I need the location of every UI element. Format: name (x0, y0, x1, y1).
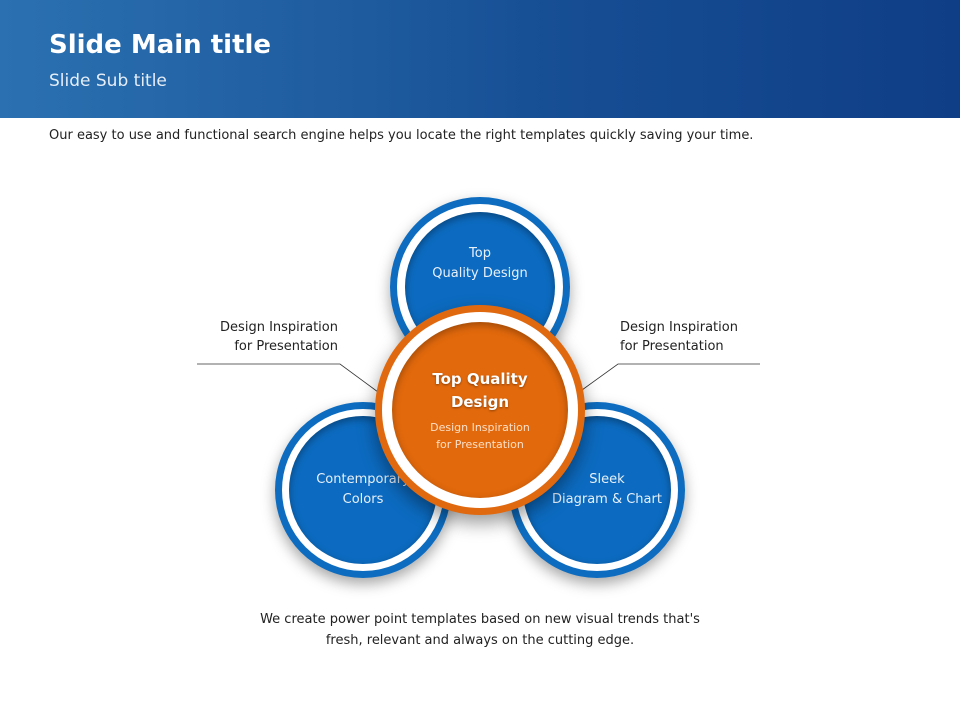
circle-left-line1: Contemporary (316, 472, 410, 487)
circle-top-line1: Top (469, 246, 491, 261)
circle-right-line1: Sleek (589, 472, 625, 487)
callout-left-line2: for Presentation (234, 339, 338, 354)
circle-right-line2: Diagram & Chart (552, 492, 662, 507)
callout-right: Design Inspiration for Presentation (620, 318, 738, 356)
center-sub-line1: Design Inspiration (430, 420, 530, 434)
callout-right-line1: Design Inspiration (620, 320, 738, 335)
center-sub-line2: for Presentation (436, 437, 524, 451)
footer-text: We create power point templates based on… (0, 609, 960, 651)
circle-top-line2: Quality Design (432, 266, 528, 281)
callout-left: Design Inspiration for Presentation (220, 318, 338, 356)
callout-line-left (197, 363, 379, 393)
center-title-line2: Design (450, 392, 510, 411)
slide-subtitle: Slide Sub title (49, 71, 167, 91)
callout-line-right (581, 363, 760, 391)
center-title-line1: Top Quality (432, 369, 528, 388)
callout-right-line2: for Presentation (620, 339, 724, 354)
intro-text: Our easy to use and functional search en… (49, 128, 754, 143)
footer-line2: fresh, relevant and always on the cuttin… (325, 633, 635, 648)
circle-center: Top Quality Design Design Inspiration fo… (375, 305, 585, 515)
callout-left-line1: Design Inspiration (220, 320, 338, 335)
circle-left-line2: Colors (342, 492, 384, 507)
footer-line1: We create power point templates based on… (260, 612, 700, 627)
slide-header: Slide Main title Slide Sub title (0, 0, 960, 118)
slide-title: Slide Main title (49, 30, 272, 60)
